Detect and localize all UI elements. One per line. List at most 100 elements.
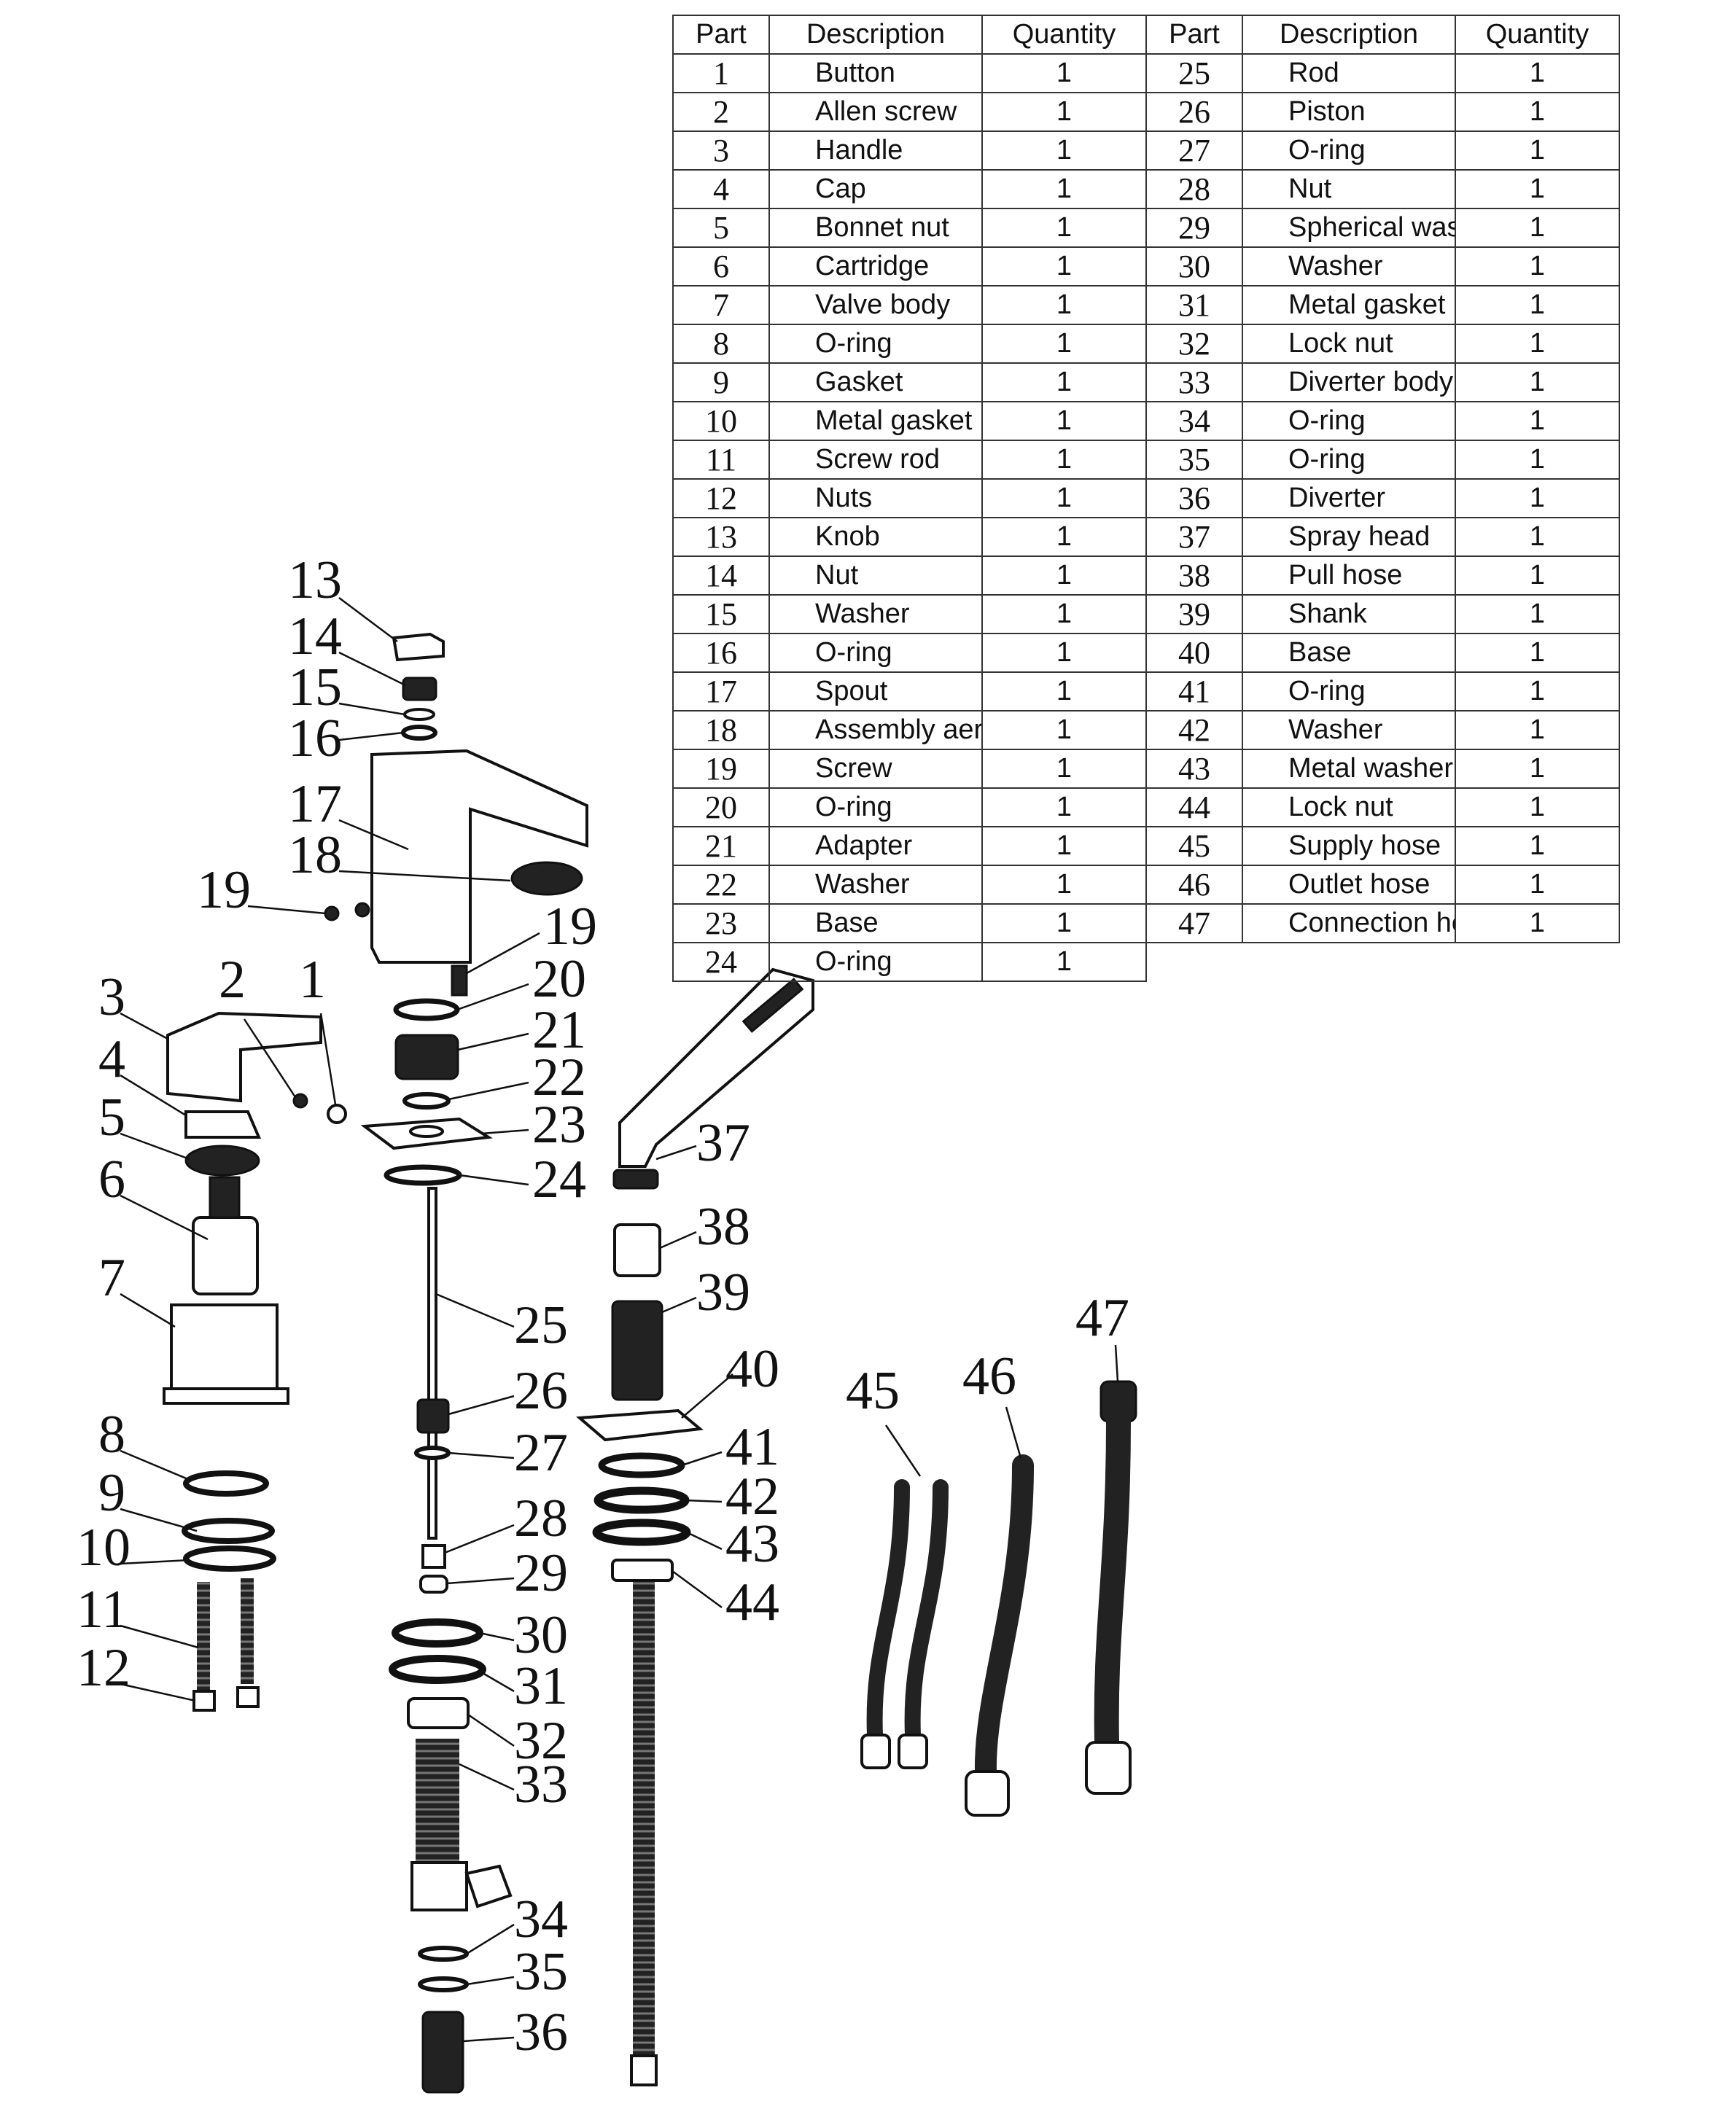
callout-23: 23 xyxy=(532,1095,586,1155)
quantity-cell: 1 xyxy=(981,749,1147,789)
quantity-cell: 1 xyxy=(981,671,1147,712)
pull-hose-part xyxy=(633,1582,655,2056)
callout-17: 17 xyxy=(288,774,342,834)
callout-25: 25 xyxy=(514,1295,568,1355)
part-number-cell: 34 xyxy=(1145,401,1243,441)
quantity-cell: 1 xyxy=(1455,401,1620,441)
part-number-cell: 2 xyxy=(672,92,770,132)
quantity-cell: 1 xyxy=(981,401,1147,441)
description-cell: Button xyxy=(768,53,983,93)
description-cell: O-ring xyxy=(768,633,983,673)
part-number-cell: 46 xyxy=(1145,865,1243,905)
quantity-cell: 1 xyxy=(981,903,1147,943)
description-cell: Valve body xyxy=(768,285,983,325)
washer-22-part xyxy=(402,1092,451,1110)
callout-16: 16 xyxy=(288,709,342,768)
part-number-cell: 31 xyxy=(1145,285,1243,325)
connection-hose-nut xyxy=(1085,1741,1132,1795)
diverter-body-thread xyxy=(416,1739,459,1866)
header-description: Description xyxy=(768,15,983,55)
callout-14: 14 xyxy=(288,607,342,666)
part-number-cell: 38 xyxy=(1145,555,1243,596)
spherical-washer-part xyxy=(419,1575,448,1594)
supply-hose-b-nut xyxy=(898,1734,928,1769)
quantity-cell: 1 xyxy=(1455,92,1620,132)
part-number-cell: 1 xyxy=(672,53,770,93)
description-cell: Shank xyxy=(1242,594,1456,634)
adapter-part xyxy=(394,1034,459,1080)
quantity-cell: 1 xyxy=(981,130,1147,171)
quantity-cell: 1 xyxy=(981,865,1147,905)
part-number-cell: 47 xyxy=(1145,903,1243,943)
handle-valve-group xyxy=(163,1011,347,1712)
quantity-cell: 1 xyxy=(1455,594,1620,634)
description-cell: Pull hose xyxy=(1242,555,1456,596)
quantity-cell: 1 xyxy=(1455,53,1620,93)
quantity-cell: 1 xyxy=(1455,130,1620,171)
nut-28-part xyxy=(421,1544,446,1569)
description-cell: O-ring xyxy=(1242,440,1456,480)
description-cell: Connection hose xyxy=(1242,903,1456,943)
part-number-cell: 18 xyxy=(672,710,770,750)
callout-6: 6 xyxy=(98,1150,125,1209)
callout-33: 33 xyxy=(514,1755,568,1814)
part-number-cell: 35 xyxy=(1145,440,1243,480)
piston-part xyxy=(416,1398,450,1434)
quantity-cell: 1 xyxy=(981,517,1147,557)
quantity-cell: 1 xyxy=(1455,787,1620,827)
part-number-cell: 19 xyxy=(672,749,770,789)
spout-group xyxy=(324,632,588,2094)
part-number-cell: 24 xyxy=(672,942,770,982)
description-cell: Adapter xyxy=(768,826,983,866)
description-cell: Lock nut xyxy=(1242,787,1456,827)
o-ring-35-part xyxy=(418,1976,469,1992)
callout-11: 11 xyxy=(77,1580,128,1640)
part-number-cell: 29 xyxy=(1145,208,1243,248)
callout-5: 5 xyxy=(98,1088,125,1147)
lock-nut-44-part xyxy=(611,1559,674,1582)
o-ring-8-part xyxy=(183,1470,269,1497)
table-header-row: Part Description Quantity xyxy=(672,15,1147,55)
cartridge-stem xyxy=(209,1176,241,1219)
o-ring-20-part xyxy=(393,998,460,1021)
callout-21: 21 xyxy=(532,1000,586,1060)
outlet-hose-braid xyxy=(978,1458,1030,1779)
washer-15-part xyxy=(403,708,435,721)
diverter-part xyxy=(421,2011,464,2094)
callout-2: 2 xyxy=(219,950,246,1010)
part-number-cell: 3 xyxy=(672,130,770,171)
description-cell: Metal gasket xyxy=(768,401,983,441)
header-part: Part xyxy=(672,15,770,55)
metal-gasket-31-part xyxy=(389,1655,486,1684)
diverter-body-outlet xyxy=(464,1864,513,1909)
part-number-cell: 32 xyxy=(1145,324,1243,364)
o-ring-16-part xyxy=(401,725,437,741)
callout-31: 31 xyxy=(514,1656,568,1716)
description-cell: Base xyxy=(768,903,983,943)
leader-lines xyxy=(120,597,1119,2043)
washer-30-part xyxy=(392,1618,483,1648)
quantity-cell: 1 xyxy=(1455,208,1620,248)
gasket-9-part xyxy=(182,1518,275,1544)
description-cell: Washer xyxy=(1242,710,1456,750)
callout-4: 4 xyxy=(98,1029,125,1089)
quantity-cell: 1 xyxy=(1455,478,1620,518)
description-cell: Base xyxy=(1242,633,1456,673)
description-cell: Bonnet nut xyxy=(768,208,983,248)
quantity-cell: 1 xyxy=(1455,362,1620,402)
description-cell: Spout xyxy=(768,671,983,712)
callout-30: 30 xyxy=(514,1605,568,1665)
